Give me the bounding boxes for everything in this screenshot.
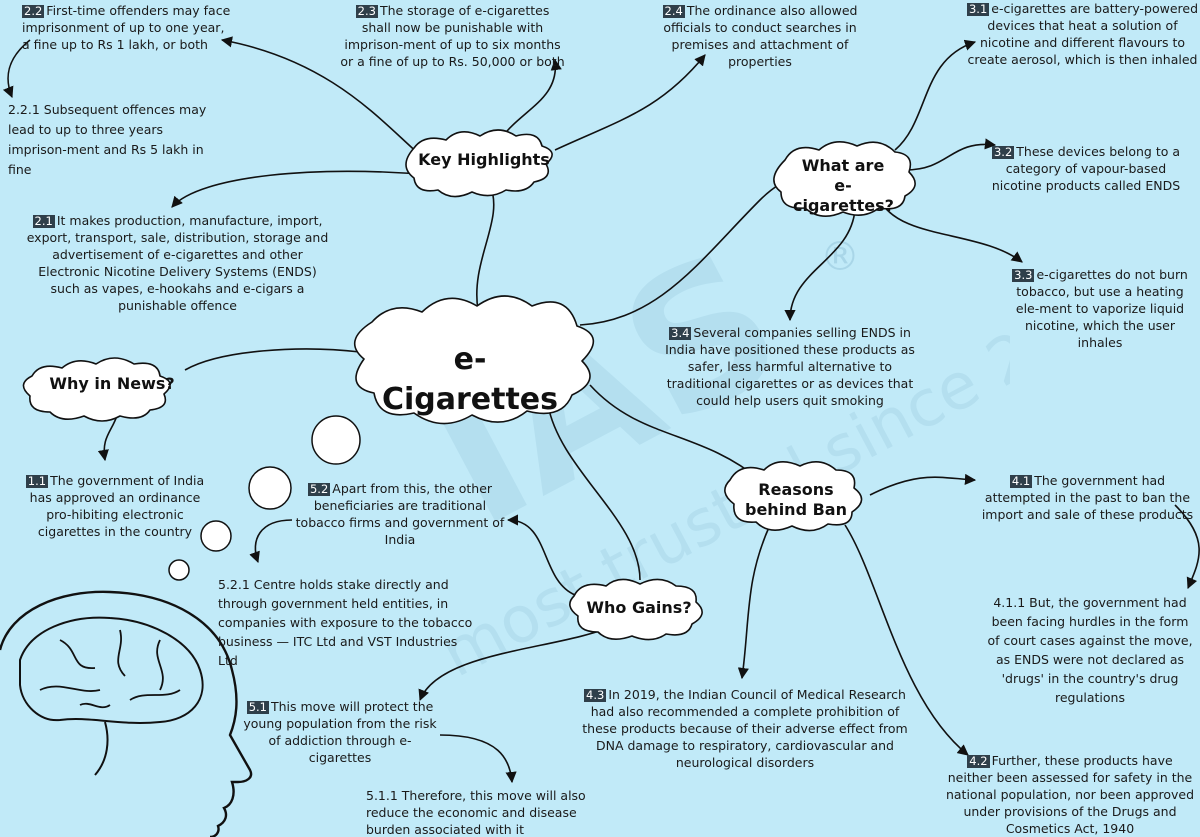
link-what-3-4 (784, 209, 856, 322)
link-5-2-sub (249, 519, 293, 564)
topic-why-in-news: Why in News? (49, 374, 175, 393)
tag-1-1: 1.1 (25, 474, 49, 488)
link-what-3-1 (894, 39, 977, 151)
topic-key-highlights: Key Highlights (418, 150, 550, 169)
tag-2-4: 2.4 (662, 4, 685, 18)
link-what-3-2 (904, 138, 997, 171)
topic-what-are: What are e-cigarettes? (793, 156, 894, 215)
link-5-1-sub (439, 734, 517, 784)
link-center-news (184, 348, 361, 371)
link-reasons-4-2 (844, 524, 969, 756)
link-key-2-3 (499, 58, 562, 141)
link-center-reasons (589, 384, 761, 481)
link-who-5-2 (506, 514, 576, 596)
cloud-reasons (724, 461, 863, 532)
link-key-2-4 (554, 54, 706, 151)
tag-2-1: 2.1 (32, 214, 55, 228)
topic-who-gains: Who Gains? (586, 598, 692, 617)
cloud-key-highlights (405, 129, 553, 198)
tag-3-4: 3.4 (669, 326, 692, 340)
topic-reasons: Reasons behind Ban (745, 480, 847, 519)
thought-bubble-4 (168, 559, 190, 581)
center-topic: e-Cigarettes (381, 342, 559, 417)
tag-4-3: 4.3 (584, 688, 607, 702)
thought-bubble-3 (200, 520, 232, 552)
tag-4-1: 4.1 (1009, 474, 1033, 488)
link-key-2-1 (171, 170, 431, 208)
tag-5-1: 5.1 (246, 700, 269, 714)
link-reasons-4-1 (869, 473, 977, 496)
link-key-2-2 (220, 36, 421, 156)
tag-2-2: 2.2 (22, 4, 45, 18)
link-reasons-4-3 (737, 524, 771, 680)
note-2-2-1: 2.2.1 Subsequent offences may lead to up… (8, 102, 207, 177)
tag-5-2: 5.2 (307, 482, 331, 496)
cloud-center (354, 295, 595, 425)
tag-2-3: 2.3 (355, 4, 378, 18)
link-2-2-sub (2, 39, 31, 99)
thought-bubble-2 (248, 466, 292, 510)
link-4-1-sub (1174, 504, 1200, 590)
note-5-1-1: 5.1.1 Therefore, this move will also red… (366, 788, 586, 837)
link-who-5-1 (418, 624, 616, 702)
cloud-what-are (773, 141, 916, 217)
head-brain-illustration (0, 590, 253, 837)
link-center-what (579, 174, 801, 326)
link-center-key (476, 184, 495, 311)
tag-3-2: 3.2 (991, 145, 1015, 159)
thought-bubble-1 (311, 415, 361, 465)
cloud-who-gains (569, 578, 703, 641)
link-what-3-3 (879, 199, 1023, 263)
cloud-why-news (22, 357, 171, 422)
link-center-who (547, 404, 641, 581)
note-5-2-1: 5.2.1 Centre holds stake directly and th… (218, 577, 473, 668)
tag-4-2: 4.2 (967, 754, 990, 768)
note-4-1-1: 4.1.1 But, the government had been facin… (987, 595, 1193, 705)
tag-3-3: 3.3 (1012, 268, 1035, 282)
tag-3-1: 3.1 (966, 2, 990, 16)
